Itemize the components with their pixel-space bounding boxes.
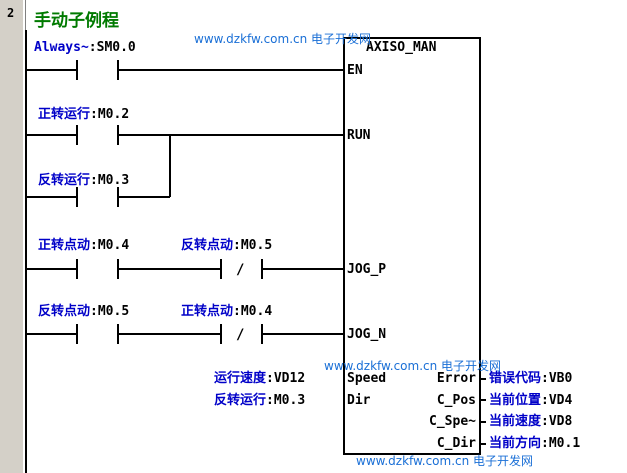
param-dir: 反转运行:M0.3 bbox=[214, 393, 306, 408]
param-error: 错误代码:VB0 bbox=[489, 371, 573, 386]
contact-label-m0-5: 反转点动:M0.5 bbox=[38, 304, 130, 319]
block-name: AXISO_MAN bbox=[366, 40, 437, 55]
gutter-divider bbox=[23, 0, 25, 473]
contact-m0-5[interactable] bbox=[76, 324, 119, 344]
pin-speed: Speed bbox=[347, 371, 387, 386]
pin-c-spe: C_Spe~ bbox=[429, 414, 476, 429]
pin-run: RUN bbox=[347, 128, 371, 143]
rung-number: 2 bbox=[7, 6, 15, 20]
pin-jog-p: JOG_P bbox=[347, 262, 387, 277]
nc-slash-symbol-2: / bbox=[236, 327, 245, 343]
pin-c-dir: C_Dir bbox=[436, 436, 476, 451]
contact-label-m0-3: 反转运行:M0.3 bbox=[38, 173, 130, 188]
contact-sm0-0[interactable] bbox=[76, 60, 119, 80]
contact-label-m0-5-nc: 反转点动:M0.5 bbox=[181, 238, 273, 253]
pin-en: EN bbox=[347, 63, 363, 78]
pin-jog-n: JOG_N bbox=[347, 327, 387, 342]
param-speed: 运行速度:VD12 bbox=[214, 371, 306, 386]
contact-m0-2[interactable] bbox=[76, 125, 119, 145]
contact-m0-5-nc[interactable] bbox=[220, 259, 263, 279]
contact-m0-3[interactable] bbox=[76, 187, 119, 207]
param-c-spe: 当前速度:VD8 bbox=[489, 414, 573, 429]
pin-c-pos: C_Pos bbox=[436, 393, 476, 408]
contact-label-sm0-0: Always~:SM0.0 bbox=[34, 40, 136, 55]
pin-dir: Dir bbox=[347, 393, 371, 408]
contact-m0-4[interactable] bbox=[76, 259, 119, 279]
watermark-middle: www.dzkfw.com.cn 电子开发网 bbox=[324, 359, 502, 373]
contact-label-m0-4-nc: 正转点动:M0.4 bbox=[181, 304, 273, 319]
contact-label-m0-4: 正转点动:M0.4 bbox=[38, 238, 130, 253]
watermark-top: www.dzkfw.com.cn 电子开发网 bbox=[194, 32, 372, 46]
contact-m0-4-nc[interactable] bbox=[220, 324, 263, 344]
param-c-pos: 当前位置:VD4 bbox=[489, 393, 573, 408]
watermark-bottom: www.dzkfw.com.cn 电子开发网 bbox=[356, 454, 534, 468]
function-block-box[interactable] bbox=[343, 37, 481, 455]
contact-label-m0-2: 正转运行:M0.2 bbox=[38, 107, 130, 122]
param-c-dir: 当前方向:M0.1 bbox=[489, 436, 581, 451]
nc-slash-symbol: / bbox=[236, 262, 245, 278]
pin-error: Error bbox=[436, 371, 476, 386]
network-title: 手动子例程 bbox=[34, 11, 119, 31]
